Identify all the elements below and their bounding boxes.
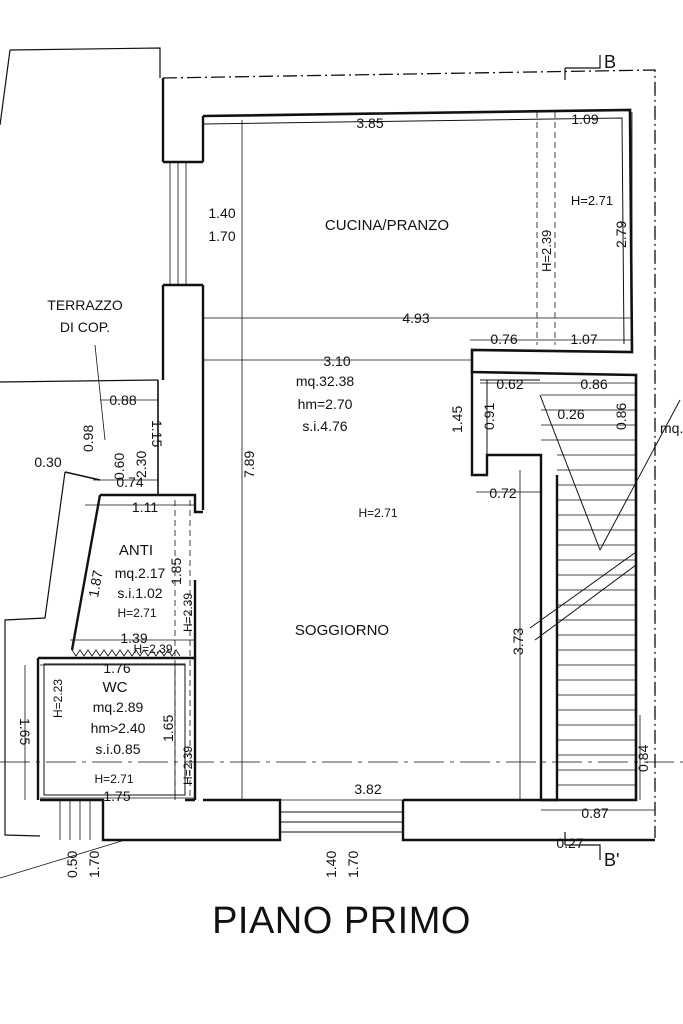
dim-label: 0.74 (116, 474, 143, 490)
anti-area: mq.2.17 (115, 565, 166, 581)
dim-label: H=2.39 (181, 593, 195, 632)
stair-wall (470, 372, 559, 802)
room-name-cucina: CUCINA/PRANZO (325, 217, 449, 234)
dim-label: 3.73 (510, 628, 526, 655)
section-b-label: B (604, 52, 616, 72)
wc-window (59, 800, 91, 840)
slope-hatch (71, 649, 181, 657)
wc-hm: hm>2.40 (91, 720, 146, 736)
dim-label: 0.86 (613, 403, 629, 430)
room-name-anti: ANTI (119, 542, 153, 559)
dim-label: 1.70 (208, 228, 235, 244)
terrazzo-label-1: TERRAZZO (47, 297, 123, 313)
dim-label: H=2.71 (571, 193, 613, 208)
dim-label: 1.70 (345, 851, 361, 878)
soggiorno-si: s.i.4.76 (302, 418, 347, 434)
dim-label: H=2.23 (51, 679, 65, 718)
dim-label: 7.89 (241, 451, 257, 478)
dim-label: 0.27 (556, 835, 583, 851)
dim-label: H=2.39 (181, 746, 195, 785)
dim-label: 1.11 (132, 499, 158, 515)
section-mark-top (564, 55, 601, 80)
wc-inner (43, 663, 186, 796)
room-name-wc: WC (103, 679, 128, 696)
dim-label: 1.65 (17, 718, 33, 745)
south-wall (40, 798, 655, 842)
dim-label: 1.07 (570, 331, 597, 347)
west-window (169, 162, 187, 285)
section-mark-bottom (564, 832, 601, 860)
terrace-wall (64, 380, 159, 495)
dim-label: 1.39 (120, 630, 147, 646)
dim-label: 3.82 (354, 781, 381, 797)
exterior-wall-inner (202, 117, 625, 345)
soggiorno-height: H=2.71 (358, 506, 397, 520)
dim-label: 0.84 (635, 745, 651, 772)
stair-area-label: mq.( (660, 420, 683, 436)
terrazzo-label-2: DI COP. (60, 319, 110, 335)
exterior-wall (202, 108, 638, 802)
anti-height: H=2.71 (117, 606, 156, 620)
soggiorno-hm: hm=2.70 (298, 396, 353, 412)
dim-label: 0.72 (489, 485, 516, 501)
dim-label: 4.93 (402, 310, 429, 326)
dim-label: 0.86 (580, 376, 607, 392)
wc-si: s.i.0.85 (95, 741, 140, 757)
room-name-soggiorno: SOGGIORNO (295, 622, 389, 639)
dim-label: 0.88 (109, 392, 136, 408)
dim-label: 0.50 (64, 851, 80, 878)
terrace-leader (0, 344, 126, 879)
dim-label: 0.60 (111, 453, 127, 480)
wc-height: H=2.71 (94, 772, 133, 786)
dim-label: 1.65 (160, 715, 176, 742)
dim-label: 1.40 (208, 205, 235, 221)
west-wall (161, 78, 205, 510)
south-window (279, 800, 404, 840)
property-boundary (162, 69, 656, 838)
dim-label: 0.91 (481, 403, 497, 430)
dim-label: 0.30 (34, 454, 61, 470)
neighbour-outline (0, 47, 161, 126)
dim-label: 1.85 (168, 558, 184, 585)
dim-label: 1.45 (449, 406, 465, 433)
dim-label: 0.98 (80, 425, 96, 452)
dim-label: H=2.39 (133, 642, 172, 656)
section-b-prime-label: B' (604, 850, 619, 870)
soggiorno-area: mq.32.38 (296, 373, 355, 389)
dim-label: 1.87 (85, 569, 106, 599)
dim-label: 1.15 (149, 420, 165, 447)
dim-label: 3.10 (323, 353, 350, 369)
dim-label: 0.62 (496, 376, 523, 392)
dim-label: 2.79 (613, 221, 629, 248)
dimension-lines (24, 112, 655, 811)
terrace-outline (0, 379, 159, 837)
dim-label: 1.09 (571, 111, 598, 127)
wc-area: mq.2.89 (93, 699, 144, 715)
dim-label: 0.87 (581, 805, 608, 821)
stair-wall-inner (480, 379, 540, 455)
dim-label: 1.76 (103, 660, 130, 676)
floor-plan: CUCINA/PRANZO SOGGIORNO mq.32.38 hm=2.70… (0, 47, 683, 879)
anti-si: s.i.1.02 (117, 585, 162, 601)
dim-label: 0.26 (557, 406, 584, 422)
dim-label: H=2.39 (539, 230, 554, 272)
staircase (529, 394, 681, 786)
anti-wall (36, 493, 203, 802)
dim-label: 2.30 (133, 451, 149, 478)
plan-title: PIANO PRIMO (212, 900, 471, 942)
dim-label: 1.40 (323, 851, 339, 878)
dim-label: 3.85 (356, 115, 383, 131)
dim-label: 1.70 (86, 851, 102, 878)
dim-label: 0.76 (490, 331, 517, 347)
dim-label: 1.75 (103, 788, 130, 804)
